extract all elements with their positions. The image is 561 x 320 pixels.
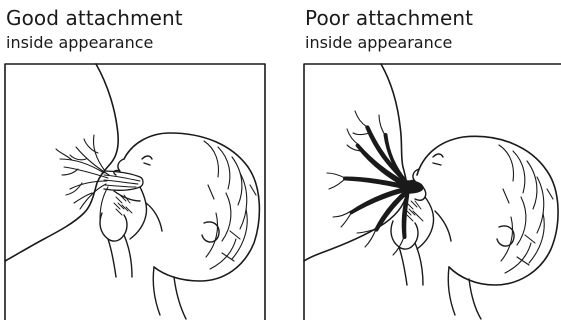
- frame: [304, 64, 561, 320]
- hair-shading: [499, 145, 553, 273]
- hair-shading: [204, 141, 256, 269]
- baby-head: [124, 133, 259, 281]
- hatching-cheek: [405, 201, 423, 221]
- poor-attachment-illustration: [303, 63, 561, 320]
- good-attachment-title: Good attachment: [6, 6, 183, 30]
- good-attachment-subtitle: inside appearance: [6, 33, 153, 53]
- good-attachment-illustration: [4, 63, 266, 320]
- nipple-shallow: [407, 181, 423, 193]
- good-attachment-panel: Good attachment inside appearance: [4, 0, 274, 320]
- baby-head: [417, 136, 558, 285]
- poor-attachment-title: Poor attachment: [305, 6, 473, 30]
- baby-hand: [100, 213, 127, 241]
- milk-ducts: [56, 135, 109, 219]
- poor-attachment-panel: Poor attachment inside appearance: [303, 0, 561, 320]
- hatching-cheek: [114, 195, 132, 215]
- poor-attachment-subtitle: inside appearance: [305, 33, 452, 53]
- baby-ear: [497, 226, 514, 246]
- frame: [5, 64, 265, 320]
- milk-ducts-thick: [344, 126, 410, 239]
- baby-ear: [202, 222, 219, 242]
- baby-chin: [130, 187, 147, 239]
- baby-chin: [417, 197, 434, 249]
